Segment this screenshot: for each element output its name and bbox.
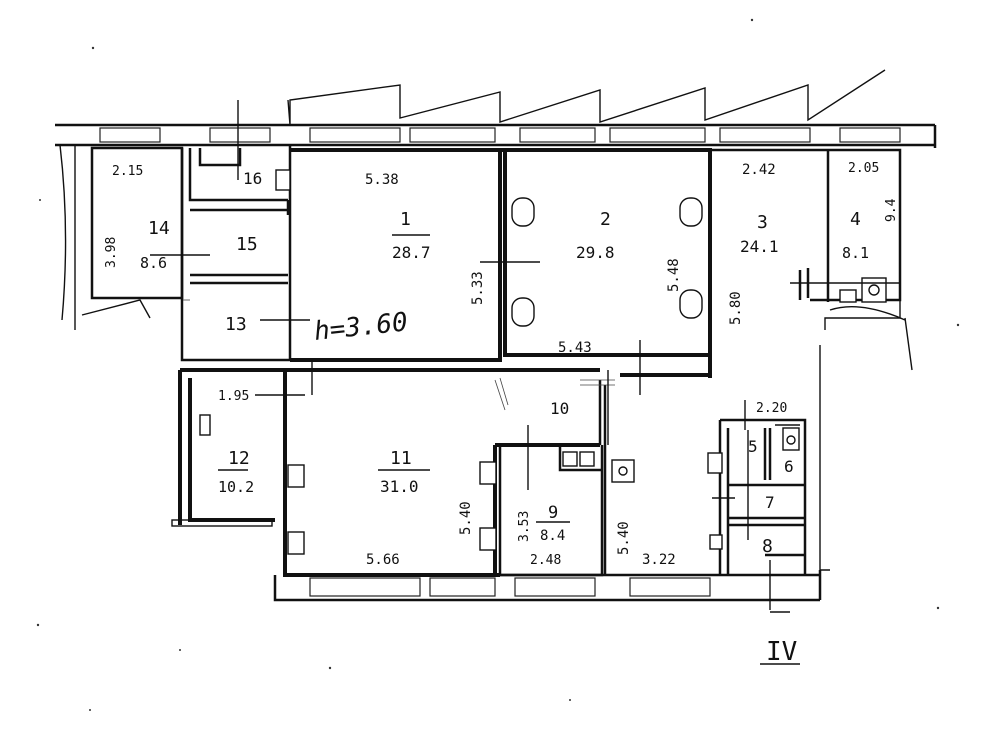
room-12-number: 12 bbox=[228, 448, 250, 469]
sanitary-fixtures bbox=[562, 277, 887, 483]
left-block-walls bbox=[180, 145, 292, 362]
dim-12-width: 1.95 bbox=[218, 389, 249, 404]
paper-specks bbox=[36, 18, 960, 711]
room-16-number: 16 bbox=[243, 169, 262, 188]
dim-2-bottom-width: 5.43 bbox=[558, 340, 592, 356]
dim-4-width: 2.05 bbox=[848, 161, 879, 176]
dim-4-height: 9.4 bbox=[884, 198, 899, 222]
room-11-area: 31.0 bbox=[380, 477, 419, 496]
room-9-number: 9 bbox=[548, 503, 558, 523]
right-exterior-wall bbox=[819, 300, 913, 571]
dim-9-width: 2.48 bbox=[530, 553, 561, 568]
wall-hatching bbox=[183, 299, 615, 411]
dim-14-width: 2.15 bbox=[112, 164, 143, 179]
room-1-number: 1 bbox=[400, 209, 411, 230]
corridor-10-wall bbox=[598, 380, 607, 575]
room-8-number: 8 bbox=[762, 536, 773, 557]
corner-mark: IV bbox=[766, 637, 797, 667]
label-leader-lines bbox=[150, 100, 900, 613]
dim-11-width: 5.66 bbox=[366, 552, 400, 568]
dim-3-height: 5.80 bbox=[728, 291, 744, 325]
middle-corridor-wall bbox=[178, 355, 712, 525]
room-3-area: 24.1 bbox=[740, 237, 779, 256]
room-10-number: 10 bbox=[550, 399, 569, 418]
dim-1-width: 5.38 bbox=[365, 172, 399, 188]
dim-14-height: 3.98 bbox=[104, 237, 119, 268]
dim-11-height: 5.40 bbox=[458, 501, 474, 535]
room-2-area: 29.8 bbox=[576, 243, 615, 262]
room-5-number: 5 bbox=[748, 437, 758, 456]
room-12-sill bbox=[171, 519, 273, 527]
room-15-number: 15 bbox=[236, 234, 258, 255]
bottom-windows bbox=[309, 577, 711, 597]
top-windows bbox=[99, 127, 901, 143]
exterior-wall-bottom bbox=[273, 570, 822, 602]
left-exterior-wall bbox=[59, 144, 151, 330]
dim-9-height: 3.53 bbox=[517, 511, 532, 542]
dim-3-width: 2.42 bbox=[742, 162, 776, 178]
dim-1-height: 5.33 bbox=[470, 271, 486, 305]
wet-block-detail bbox=[744, 400, 800, 430]
radiator-fixtures bbox=[199, 169, 723, 555]
room-1-area: 28.7 bbox=[392, 243, 431, 262]
room-2-number: 2 bbox=[600, 209, 611, 230]
room-1-walls bbox=[290, 148, 502, 362]
room-14-area: 8.6 bbox=[140, 254, 167, 272]
facade-sawtooth bbox=[287, 69, 886, 126]
room-14-number: 14 bbox=[148, 218, 170, 239]
room-4-area: 8.1 bbox=[842, 244, 869, 262]
exterior-wall-top bbox=[55, 123, 937, 148]
wall-curve bbox=[829, 305, 906, 321]
room-11-number: 11 bbox=[390, 448, 412, 469]
dim-wet-block-width: 2.20 bbox=[756, 401, 787, 416]
ceiling-height-note: h=3.60 bbox=[313, 307, 410, 347]
dim-10-height: 5.40 bbox=[616, 521, 632, 555]
room-12-area: 10.2 bbox=[218, 478, 254, 496]
room-7-number: 7 bbox=[765, 493, 775, 512]
dim-10-width: 3.22 bbox=[642, 552, 676, 568]
room-9-area: 8.4 bbox=[540, 528, 565, 544]
room-3-number: 3 bbox=[757, 212, 768, 233]
dim-2-height: 5.48 bbox=[666, 258, 682, 292]
room-13-number: 13 bbox=[225, 314, 247, 335]
room-6-number: 6 bbox=[784, 457, 794, 476]
room-4-number: 4 bbox=[850, 209, 861, 230]
